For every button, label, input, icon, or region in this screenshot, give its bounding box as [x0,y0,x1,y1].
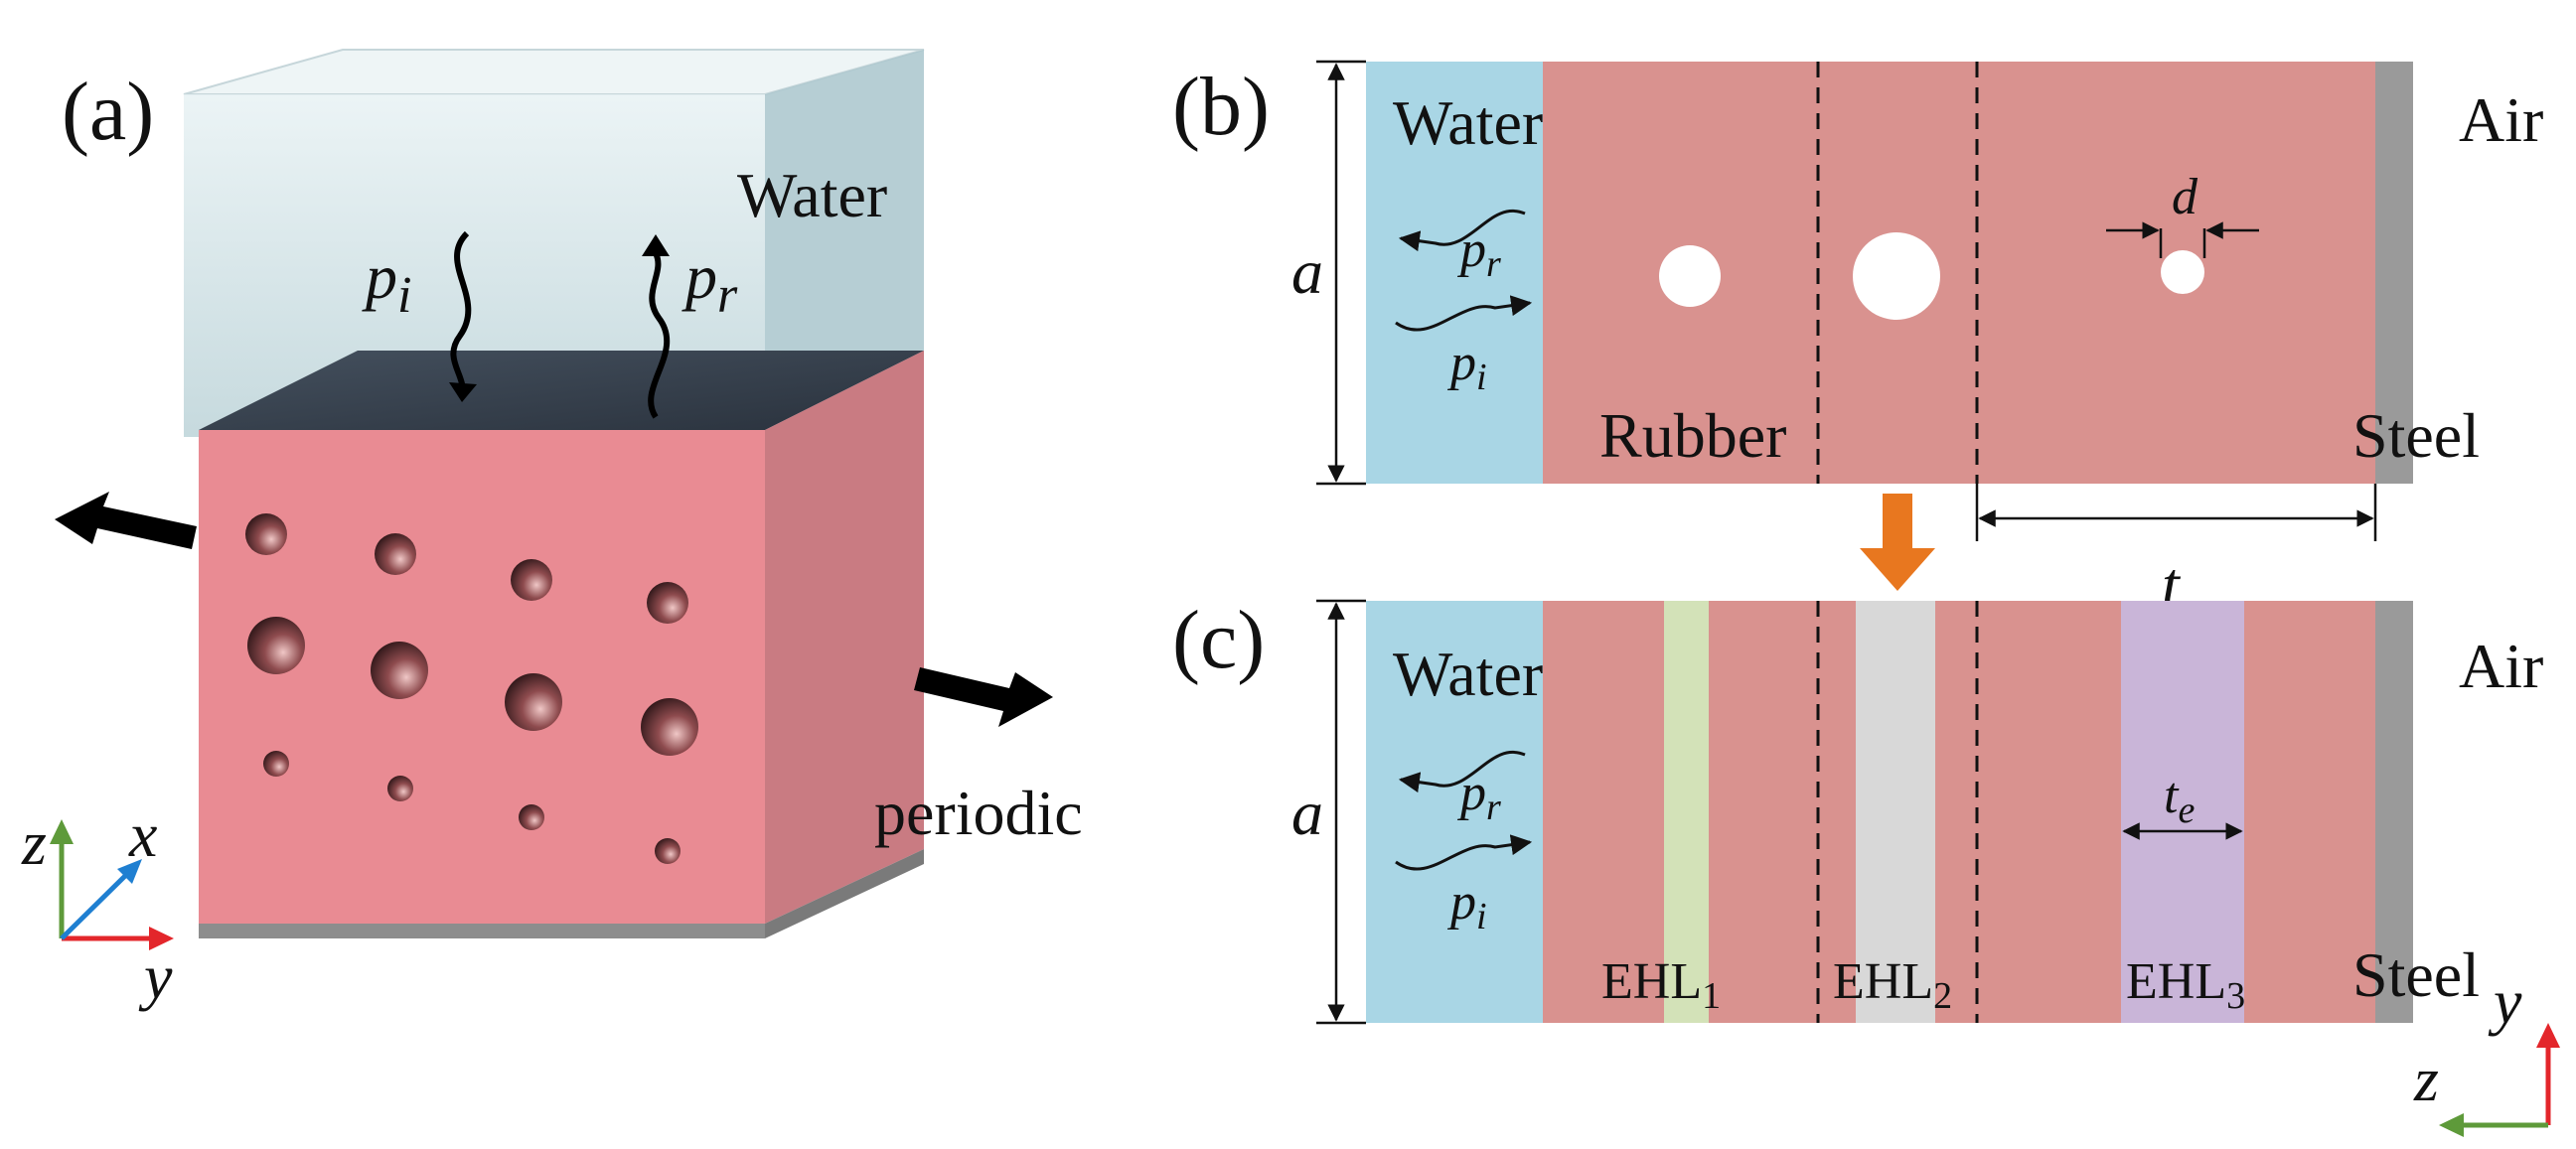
panel-b-rubber-label: Rubber [1599,400,1786,471]
ehl-2-label: EHL2 [1833,953,1952,1017]
axis-z-label: z [21,807,47,878]
rubber-side [765,351,924,924]
panel-b-pi-label: pi [1446,335,1487,398]
water-box-side [765,50,924,437]
panel-a-periodic-label: periodic [874,778,1083,848]
hole [263,751,289,777]
panel-b-steel-label: Steel [2352,400,2480,471]
panel-c-steel-label: Steel [2352,939,2480,1010]
panel-c-incident-wave [1395,834,1533,871]
panel-b-d-label: d [2172,169,2198,225]
axis-y-c-head [2536,1023,2560,1048]
panel-b-water-label: Water [1393,87,1543,158]
hole [505,673,562,731]
incident-wave-arrow [450,230,472,396]
axis-x-label: x [128,799,157,870]
panel-b-hole-2 [1853,232,1940,320]
panel-a-pr-label: pr [682,241,738,324]
panel-b-reflected-wave [1398,210,1526,252]
axis-x [60,872,129,940]
panel-c: (c) a te Water pr pi EHL1 EHL2 EHL3 Stee… [1172,594,2560,1137]
panel-a-axes: z x y [21,799,174,1012]
panel-c-steel-region [2375,601,2413,1023]
hole [647,582,688,624]
interface-surface [199,351,924,430]
panel-c-a-label: a [1291,778,1323,848]
panel-b-steel-region [2375,62,2413,484]
holes-row-1 [245,513,688,624]
panel-b-water-region [1366,62,1543,484]
panel-c-axes: y z [2413,966,2560,1137]
panel-a-label: (a) [62,66,154,158]
axis-y-label: y [138,941,173,1012]
holes-row-2 [247,617,698,756]
steel-base-front [199,924,765,938]
rubber-front [199,430,765,924]
panel-c-water-region [1366,601,1543,1023]
panel-a-water-label: Water [737,160,887,230]
incident-wave-arrowhead [449,382,477,402]
panel-b-a-label: a [1291,236,1323,307]
ehl-1-label: EHL1 [1601,953,1721,1017]
panel-c-te-label: te [2164,768,2195,831]
steel-base-side [765,849,924,938]
hole [387,776,413,801]
panel-b-pr-label: pr [1456,221,1501,285]
panel-a-pi-label: pi [362,241,411,324]
hole [511,559,552,601]
hole [371,642,428,699]
ehl-1-layer [1664,601,1709,1023]
axis-y-c-label: y [2488,966,2522,1037]
panel-b-label: (b) [1172,61,1270,153]
hole [247,617,305,674]
reflected-wave-arrow [648,251,671,419]
transform-arrow [1860,494,1935,591]
reflected-wave-arrowhead [642,234,670,256]
panel-c-air-label: Air [2459,631,2543,701]
panel-b-hole-3 [2161,250,2204,294]
ehl-2-layer [1856,601,1935,1023]
axis-z-c-label: z [2413,1044,2439,1114]
axis-z-c-head [2439,1113,2464,1137]
ehl-3-label: EHL3 [2126,953,2245,1017]
axis-z-head [50,819,74,844]
panel-a: (a) [21,49,1083,1012]
periodic-arrow-left [55,492,197,549]
hole [641,698,698,756]
axis-y-head [149,927,174,950]
panel-b-incident-wave [1395,295,1533,332]
panel-c-pi-label: pi [1446,874,1487,937]
ehl-3-layer [2121,601,2244,1023]
hole [655,838,681,864]
panel-c-label: (c) [1172,594,1265,686]
hole [245,513,287,555]
panel-b: (b) d a t Water pr pi Rubber Steel A [1172,60,2543,620]
panel-b-hole-1 [1659,245,1721,307]
panel-c-water-label: Water [1393,639,1543,709]
periodic-arrow-right [914,667,1053,727]
panel-c-pr-label: pr [1456,765,1501,828]
hole [375,533,416,575]
panel-c-reflected-wave [1398,751,1526,793]
hole [519,804,544,830]
axis-x-head [117,859,142,884]
holes-row-3 [263,751,681,864]
panel-b-air-label: Air [2459,84,2543,155]
